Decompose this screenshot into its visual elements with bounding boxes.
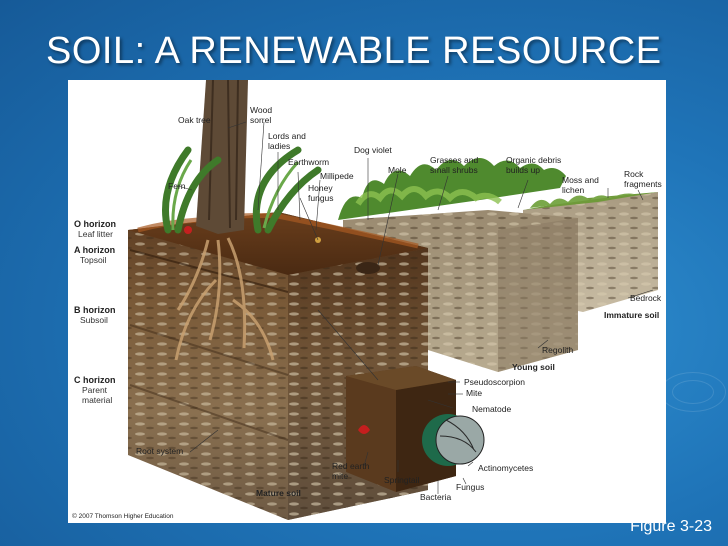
label-red-earth-mite: Red earth mite [332,461,370,481]
label-lords-ladies: Lords and ladies [268,131,306,151]
fern [162,146,322,234]
c-horizon-label: C horizon [74,375,116,385]
label-wood-sorrel: Wood sorrel [250,105,273,125]
label-regolith: Regolith [542,345,574,355]
magnified-soil-cube [346,366,485,492]
ripple-decoration [660,372,726,412]
label-nematode: Nematode [472,404,512,414]
label-mature-soil: Mature soil [256,488,301,498]
o-horizon-label: O horizon [74,219,116,229]
soil-illustration [128,80,658,520]
label-fern: Fern [168,181,186,191]
label-grasses: Grasses and small shrubs [430,155,479,175]
leader-lines [177,121,654,494]
o-horizon-desc: Leaf litter [78,229,113,239]
label-root-system: Root system [136,446,184,456]
red-earth-mite-icon [358,425,370,434]
label-springtail: Springtail [384,475,420,485]
oak-tree [196,80,248,234]
label-dog-violet: Dog violet [354,145,392,155]
a-horizon-desc: Topsoil [80,255,107,265]
label-moss-lichen: Moss and lichen [562,175,599,195]
label-oak-tree: Oak tree [178,115,211,125]
label-actinomycetes: Actinomycetes [478,463,534,473]
label-honey-fungus: Honey fungus [308,183,334,203]
mushroom-icon [184,226,192,234]
label-bedrock: Bedrock [630,293,662,303]
mole-icon [356,262,380,274]
label-immature-soil: Immature soil [604,310,660,320]
label-mite: Mite [466,388,483,398]
figure-number: Figure 3-23 [630,518,712,535]
copyright-notice: © 2007 Thomson Higher Education [72,513,174,520]
label-earthworm: Earthworm [288,157,330,167]
c-horizon-desc: Parent material [82,385,113,405]
label-bacteria: Bacteria [420,492,452,502]
a-horizon-label: A horizon [74,245,116,255]
label-organic-debris: Organic debris builds up [506,155,562,175]
label-rock-fragments: Rock fragments [624,169,662,189]
soil-figure: O horizon Leaf litter A horizon Topsoil … [68,80,666,523]
label-young-soil: Young soil [512,362,555,372]
label-mole: Mole [388,165,407,175]
b-horizon-desc: Subsoil [80,315,108,325]
label-pseudoscorpion: Pseudoscorpion [464,377,525,387]
slide-title: SOIL: A RENEWABLE RESOURCE [46,30,662,72]
label-millipede: Millipede [320,171,354,181]
label-fungus: Fungus [456,482,485,492]
b-horizon-label: B horizon [74,305,116,315]
